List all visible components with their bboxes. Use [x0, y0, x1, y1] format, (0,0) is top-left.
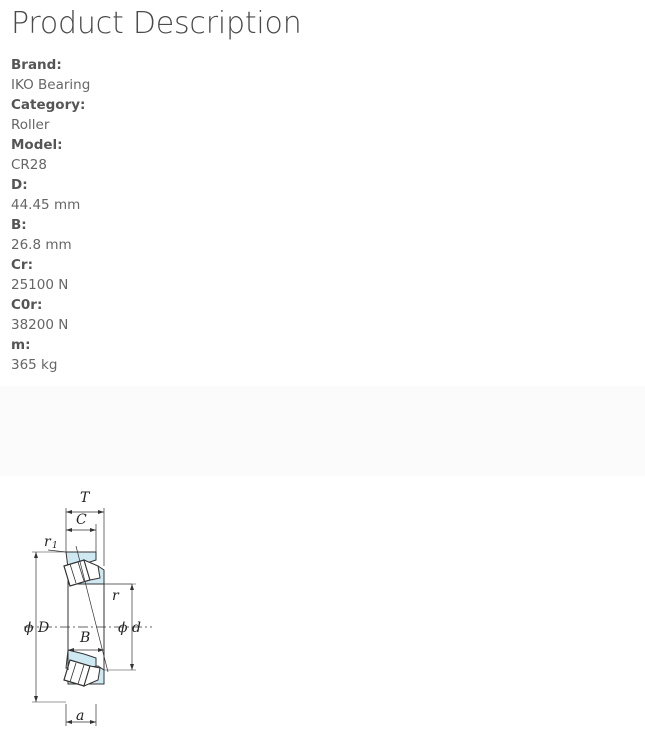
label-r1: r [44, 534, 52, 550]
label-d-bore: ϕ d [118, 620, 141, 636]
bearing-diagram: T C r 1 r ϕ D B ϕ d a [18, 484, 158, 734]
spec-label-cr: Cr: [11, 257, 33, 273]
label-t: T [80, 490, 91, 506]
spec-label-mass: m: [11, 337, 31, 353]
spec-value-mass: 365 kg [11, 357, 58, 373]
spec-label-category: Category: [11, 97, 86, 113]
spec-label-brand: Brand: [11, 57, 62, 73]
spec-value-cr: 25100 N [11, 277, 69, 293]
spec-label-c0r: C0r: [11, 297, 43, 313]
spec-list: Brand: IKO Bearing Category: Roller Mode… [11, 55, 90, 375]
label-r1-sub: 1 [52, 541, 58, 551]
spec-label-model: Model: [11, 137, 63, 153]
label-r: r [112, 588, 120, 604]
label-b: B [79, 630, 90, 646]
roller-bottom [63, 659, 101, 687]
roller-top [63, 559, 101, 587]
image-placeholder-band [0, 386, 645, 476]
spec-value-brand: IKO Bearing [11, 77, 91, 93]
spec-value-c0r: 38200 N [11, 317, 69, 333]
label-d-outer: ϕ D [24, 620, 49, 636]
label-a: a [76, 708, 84, 724]
spec-value-b-width: 26.8 mm [11, 237, 72, 253]
page-title: Product Description [11, 6, 302, 41]
bearing-drawing-icon: T C r 1 r ϕ D B ϕ d a [24, 490, 152, 726]
label-c: C [76, 512, 87, 528]
spec-label-b-width: B: [11, 217, 27, 233]
spec-value-d-outer: 44.45 mm [11, 197, 81, 213]
spec-label-d-outer: D: [11, 177, 28, 193]
spec-value-category: Roller [11, 117, 50, 133]
spec-value-model: CR28 [11, 157, 47, 173]
